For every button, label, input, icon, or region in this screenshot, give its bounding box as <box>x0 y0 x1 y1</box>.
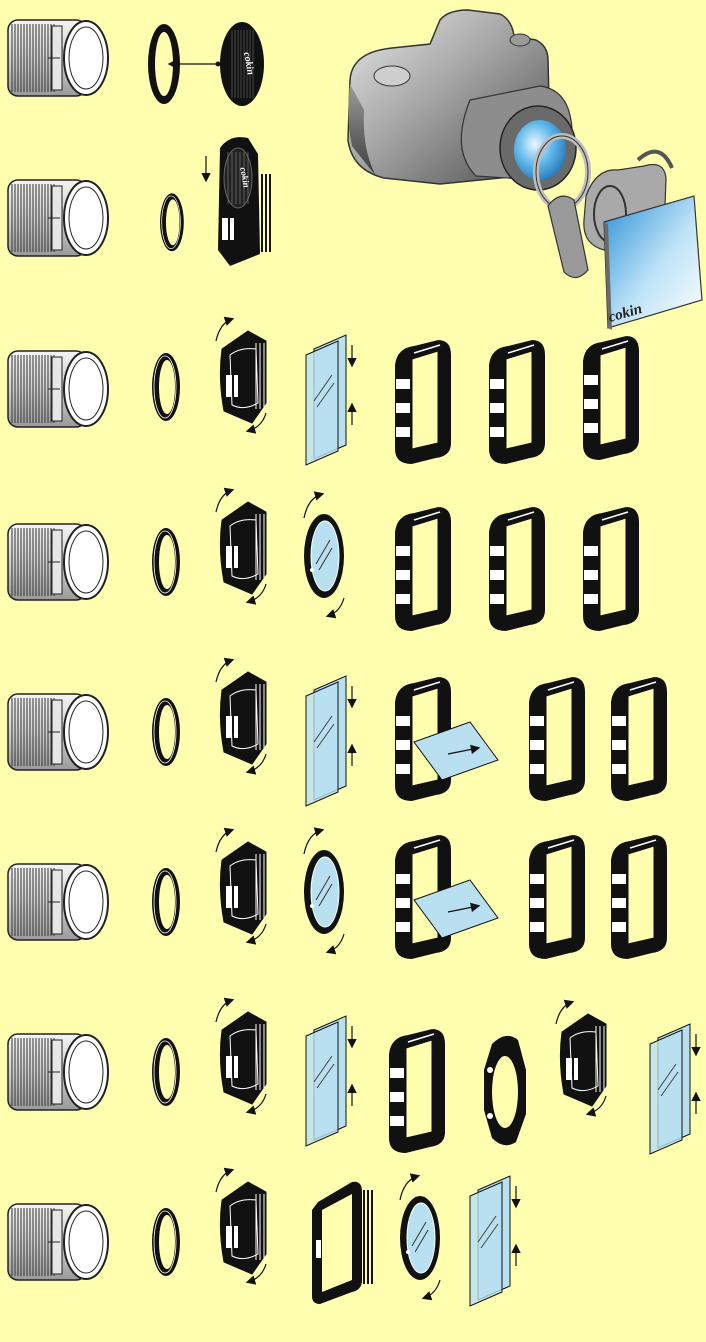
filter-holder-icon <box>216 319 266 431</box>
hood-with-filter-icon <box>394 834 498 960</box>
system-row: cokin <box>8 20 264 106</box>
system-row <box>8 660 668 806</box>
lens-barrel-icon <box>8 351 108 427</box>
holder-with-cap-icon: cokin <box>206 137 270 266</box>
square-filter-icon <box>306 1016 352 1146</box>
filter-holder-icon <box>216 1000 266 1112</box>
lens-hood-icon <box>488 506 546 632</box>
lens-hood-icon <box>388 1028 446 1154</box>
square-filter-icon <box>470 1176 516 1306</box>
shutter-button-icon <box>510 34 530 46</box>
lens-barrel-icon <box>8 180 108 256</box>
round-filter-icon <box>400 1176 440 1298</box>
lens-hood-icon <box>582 506 640 632</box>
lens-barrel-icon <box>8 694 108 770</box>
filter-holder-icon <box>216 830 266 942</box>
lens-hood-icon <box>528 676 586 802</box>
filter-holder-icon <box>216 1170 266 1282</box>
system-row <box>8 830 668 960</box>
brand-cap-icon: cokin <box>148 22 264 106</box>
filter-holder-icon <box>216 490 266 602</box>
lens-barrel-icon <box>8 1034 108 1110</box>
lens-barrel-icon <box>8 20 108 96</box>
filter-holder-icon <box>216 660 266 772</box>
system-row: cokin <box>8 137 270 266</box>
adapter-ring-icon <box>152 698 180 766</box>
round-filter-icon <box>304 830 344 952</box>
system-row <box>8 1000 696 1154</box>
adapter-ring-icon <box>152 353 180 421</box>
lens-hood-icon <box>394 339 452 465</box>
lens-barrel-icon <box>8 864 108 940</box>
lens-hood-icon <box>582 335 640 461</box>
camera-illustration: cokin <box>348 10 702 330</box>
lens-barrel-icon <box>8 1204 108 1280</box>
lens-hood-icon <box>528 834 586 960</box>
lens-barrel-icon <box>8 524 108 600</box>
round-filter-icon <box>304 494 344 616</box>
adapter-ring-icon <box>152 868 180 936</box>
system-row <box>8 319 640 465</box>
system-row <box>8 490 640 632</box>
hood-with-filter-icon <box>394 676 498 802</box>
square-filter-icon <box>650 1024 696 1154</box>
hero-clip-icon <box>548 196 588 277</box>
adapter-ring-icon <box>152 1208 180 1276</box>
system-row <box>8 1170 516 1306</box>
lens-hood-icon <box>610 676 668 802</box>
lens-hood-icon <box>610 834 668 960</box>
frame-holder-icon <box>312 1182 372 1304</box>
front-ring-icon <box>484 1036 526 1145</box>
lens-hood-icon <box>394 506 452 632</box>
adapter-ring-icon <box>152 528 180 596</box>
filter-holder-icon <box>556 1002 606 1114</box>
square-filter-icon <box>306 335 352 465</box>
square-filter-icon <box>306 676 352 806</box>
mode-dial-icon <box>374 66 410 86</box>
lens-hood-icon <box>488 339 546 465</box>
adapter-ring-icon <box>160 193 184 251</box>
adapter-ring-icon <box>152 1038 180 1106</box>
